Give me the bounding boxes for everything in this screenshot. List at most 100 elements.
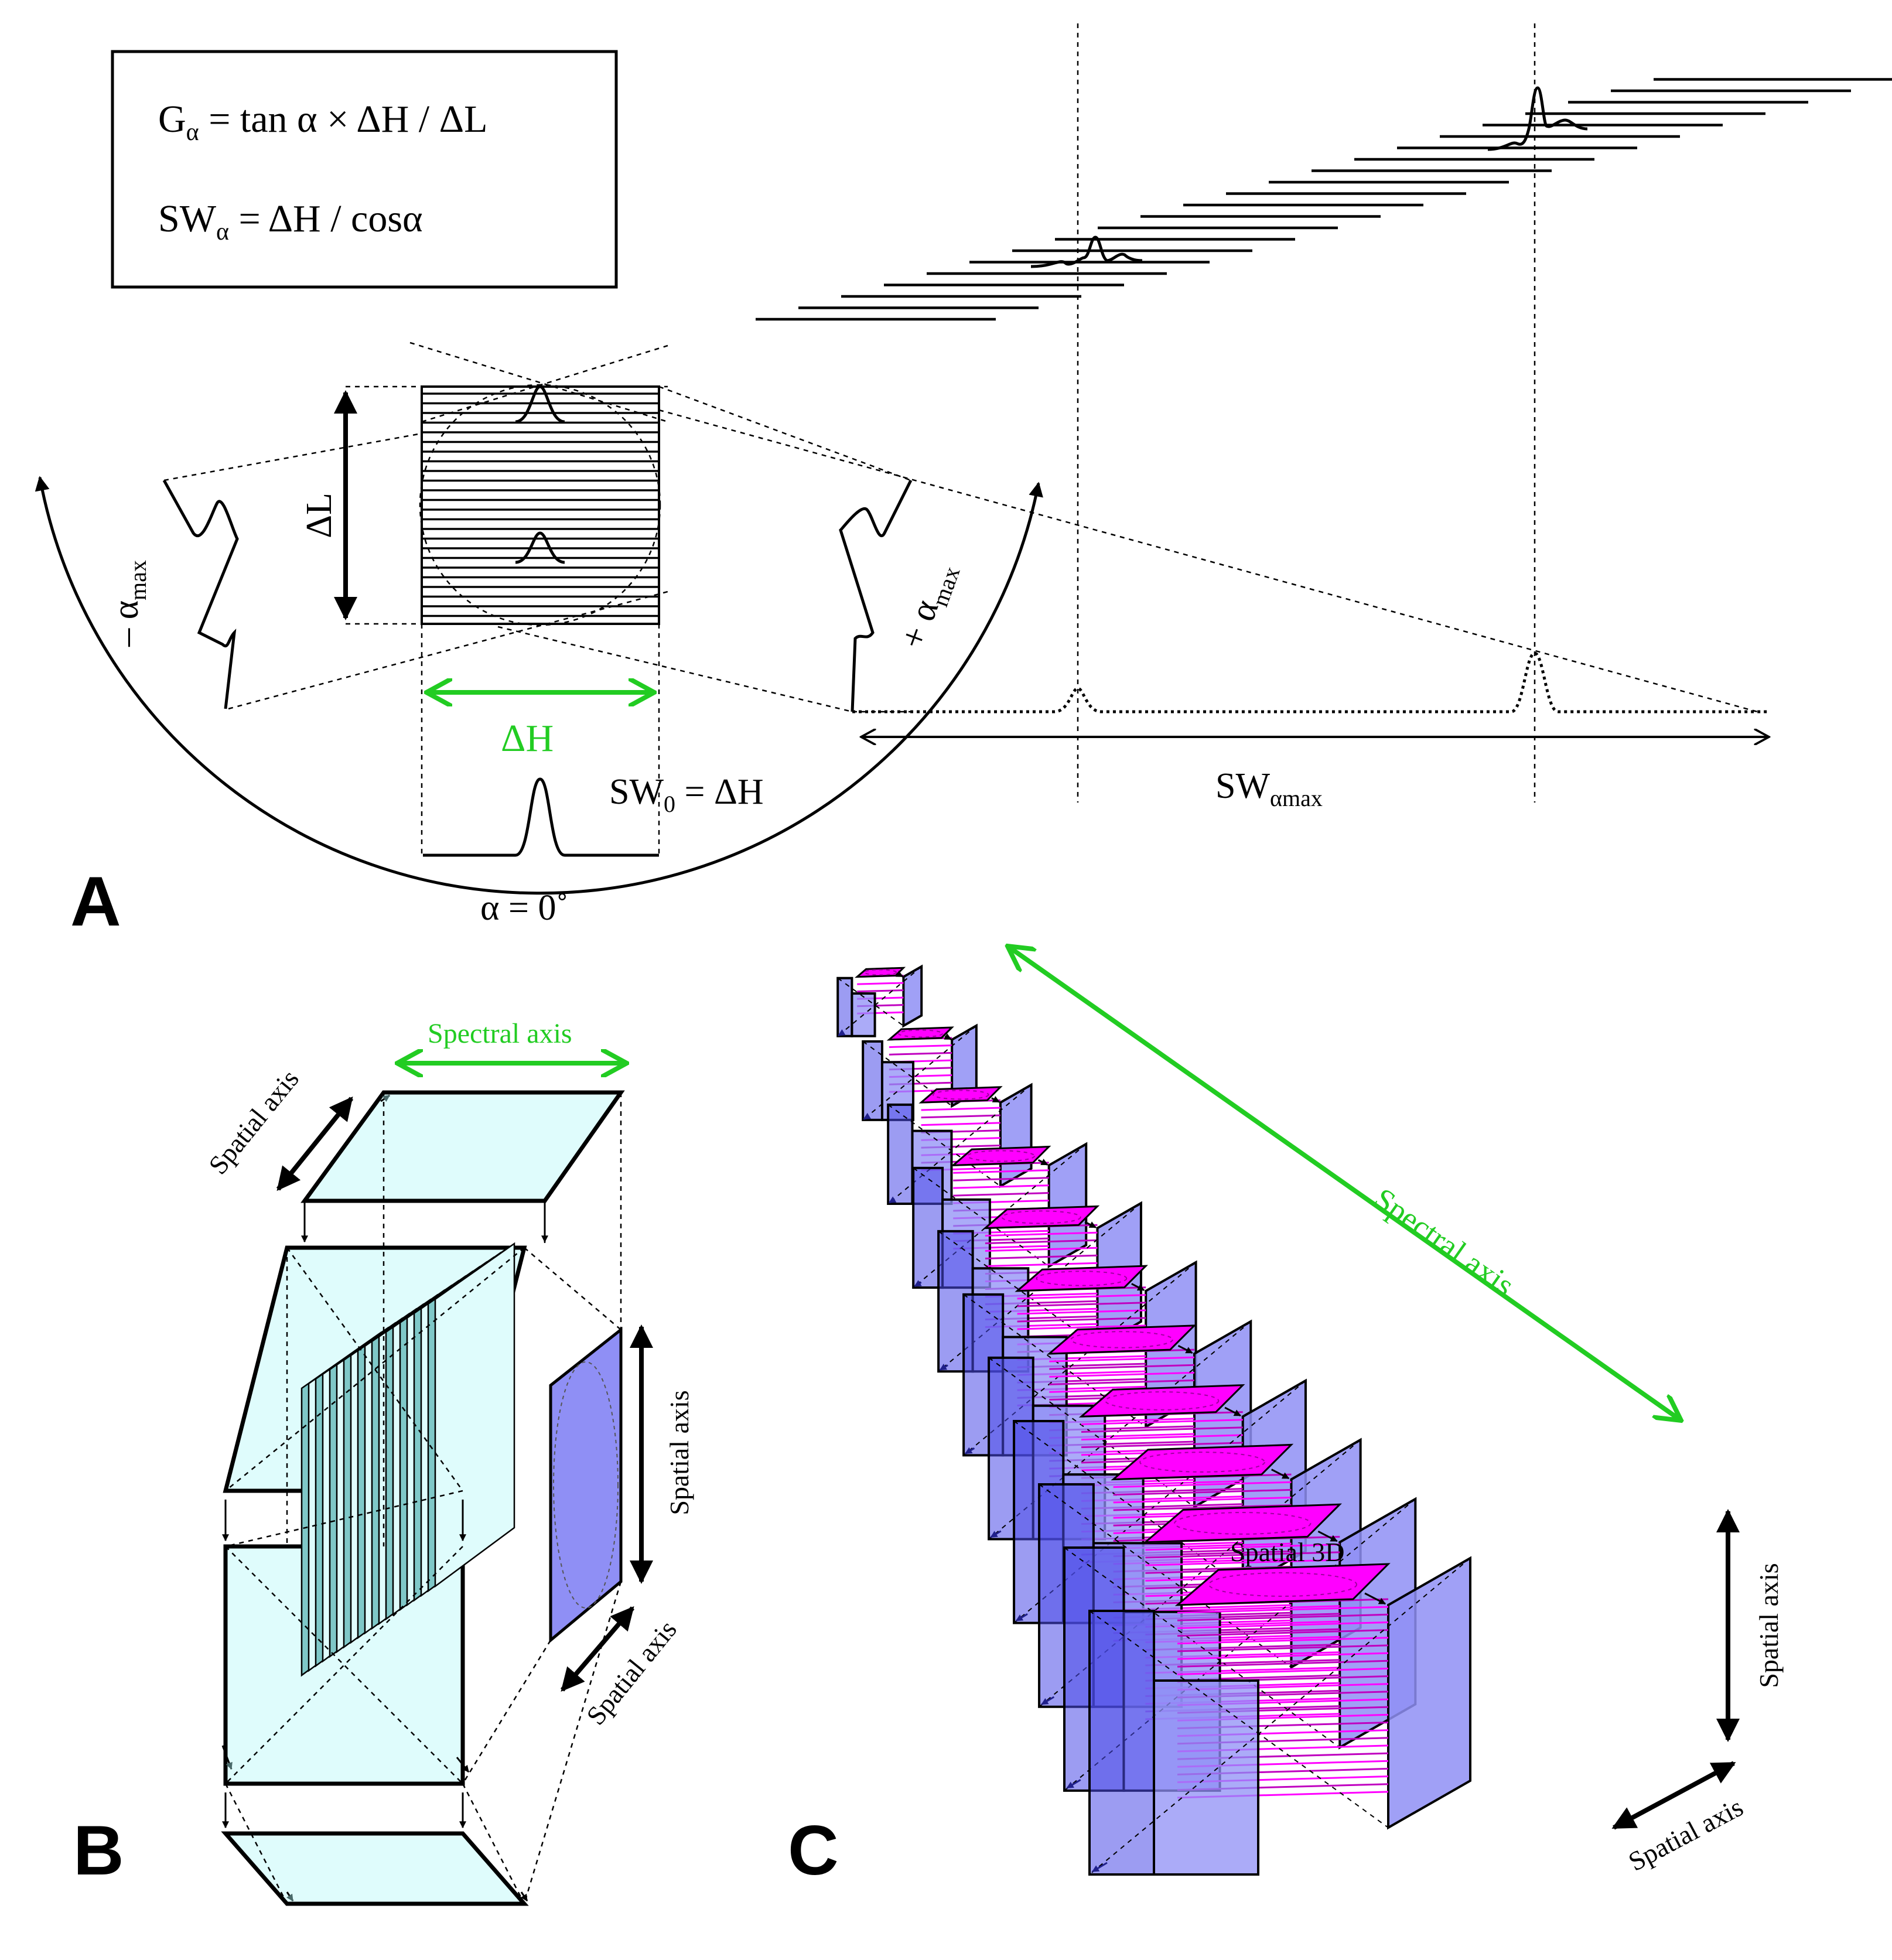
sw0-label: SW0 = ΔH <box>609 772 764 817</box>
c-dash-line <box>1089 1558 1471 1875</box>
c-stack-line <box>1081 1434 1243 1441</box>
c-small-arrow <box>944 1033 952 1040</box>
c-small-arrow <box>1091 1862 1108 1873</box>
rotation-arc <box>35 476 1043 895</box>
b-spatial-axis-arrow-bottom <box>560 1606 635 1692</box>
delta-l-label: ΔL <box>299 493 339 538</box>
c-small-arrow <box>914 1280 922 1288</box>
c-small-arrow <box>895 970 904 978</box>
c-spatial-ellipse <box>1174 1512 1312 1535</box>
c-cube-sequence <box>836 964 1471 1876</box>
c-spatial-ellipse <box>932 1090 989 1100</box>
c-back-plane <box>1387 1556 1471 1830</box>
c-small-arrow <box>1015 1613 1028 1622</box>
c-small-arrow <box>838 1029 846 1036</box>
alpha-zero-label: α = 0˚ <box>480 888 568 928</box>
b-sheet <box>434 1242 515 1588</box>
c-stack-line <box>1177 1621 1389 1629</box>
b-spectral-axis-label: Spectral axis <box>428 1018 572 1049</box>
c-stack-line <box>889 1044 952 1049</box>
equation-box: Gα = tan α × ΔH / ΔL SWα = ΔH / cosα <box>111 50 618 289</box>
c-stack-line <box>1177 1637 1389 1645</box>
c-dash-line <box>862 1025 977 1121</box>
b-spatial-axis-label-top: Spatial axis <box>203 1064 305 1180</box>
c-stack-line <box>1177 1629 1389 1637</box>
c-small-arrow <box>1066 1779 1081 1789</box>
c-small-arrow <box>939 1363 948 1371</box>
c-stack-line <box>1113 1504 1292 1511</box>
b-spatial-axis-arrow-top <box>276 1096 354 1191</box>
projection-square <box>419 384 661 626</box>
panel-c-letter: C <box>788 1811 839 1890</box>
c-small-arrow <box>991 1096 1000 1103</box>
panel-c: Spectral axis Spatial 3D Spatial axis Sp… <box>788 946 1784 1890</box>
c-spatial-top <box>918 1086 1003 1104</box>
equation-gradient: Gα = tan α × ΔH / ΔL <box>158 98 487 146</box>
c-stack-line <box>1081 1426 1243 1433</box>
c-left-plane <box>887 1103 914 1206</box>
c-stack-line <box>1113 1488 1292 1496</box>
c-stack-line <box>1177 1652 1389 1660</box>
c-stack-line <box>1145 1551 1340 1559</box>
c-stack-line <box>985 1254 1098 1260</box>
b-bottom-plane <box>221 1831 529 1906</box>
c-small-arrow <box>1041 1696 1055 1705</box>
c-spatial-axis-arrow-bottom <box>1611 1761 1736 1830</box>
square-peak-bottom <box>515 531 565 564</box>
c-spatial-top <box>1143 1503 1342 1544</box>
c-stack-line <box>1177 1667 1389 1675</box>
c-dash-line <box>1064 1498 1416 1791</box>
panel-a-letter: A <box>70 862 121 941</box>
b-spatial-axis-label-right: Spatial axis <box>664 1390 694 1515</box>
c-spatial-axis-label-right: Spatial axis <box>1754 1563 1784 1688</box>
c-back-plane <box>902 964 923 1028</box>
b-construction-lines <box>224 1092 622 1904</box>
staircase-peak-left <box>1030 235 1143 268</box>
delta-h-label: ΔH <box>501 717 554 760</box>
c-spatial-top <box>886 1026 954 1041</box>
c-dash-line <box>837 977 904 1027</box>
sw-alpha-max-label: SWαmax <box>1215 766 1323 811</box>
pos-alpha-label: + αmax <box>892 556 965 655</box>
c-spatial-ellipse <box>1208 1572 1357 1597</box>
c-stack-line <box>1145 1605 1340 1613</box>
c-stack-line <box>1145 1559 1340 1566</box>
c-small-arrow <box>1364 1592 1386 1605</box>
c-stack-line <box>985 1262 1098 1268</box>
c-stack-line <box>1177 1659 1389 1668</box>
c-stack-line <box>1177 1606 1389 1614</box>
c-stack-line <box>1145 1544 1340 1551</box>
alpha-zero-spectrum <box>423 777 659 857</box>
c-spatial-ellipse <box>897 1029 944 1038</box>
c-stack-line <box>1081 1442 1243 1449</box>
c-stack-line <box>1177 1613 1389 1621</box>
neg-alpha-projection <box>162 479 239 709</box>
c-stack-line <box>921 1114 1000 1119</box>
c-spatial-top <box>1111 1443 1294 1481</box>
staircase-peak-right <box>1487 86 1588 151</box>
c-dash-line <box>1013 1421 1244 1588</box>
alpha-max-spectrum <box>852 651 1769 713</box>
c-small-arrow <box>1317 1530 1338 1542</box>
b-spatial-axis-label-bottom: Spatial axis <box>580 1614 682 1730</box>
c-stack-line <box>889 1051 952 1056</box>
c-spatial-ellipse <box>1139 1452 1265 1473</box>
c-stack-line <box>1113 1481 1292 1488</box>
c-small-arrow <box>889 1196 897 1204</box>
c-left-plane <box>836 976 853 1037</box>
c-stack-line <box>857 989 904 993</box>
c-small-arrow <box>990 1530 1002 1538</box>
c-stack-line <box>953 1192 1049 1197</box>
c-spatial-3d-label: Spatial 3D <box>1230 1537 1344 1567</box>
b-right-plane <box>549 1326 623 1644</box>
pos-alpha-projection <box>839 479 913 712</box>
c-spatial-top <box>1174 1563 1391 1606</box>
panel-a: Gα = tan α × ΔH / ΔL SWα = ΔH / cosα <box>35 23 1892 941</box>
construction-lines-a <box>163 23 1758 855</box>
panel-b-letter: B <box>73 1811 124 1890</box>
c-spectral-axis-arrow <box>1008 946 1681 1421</box>
c-spectral-axis-label: Spectral axis <box>1367 1181 1521 1303</box>
panel-b: Spectral axis Spatial axis Spatial axis … <box>73 1018 694 1906</box>
c-stack-line <box>1177 1644 1389 1652</box>
